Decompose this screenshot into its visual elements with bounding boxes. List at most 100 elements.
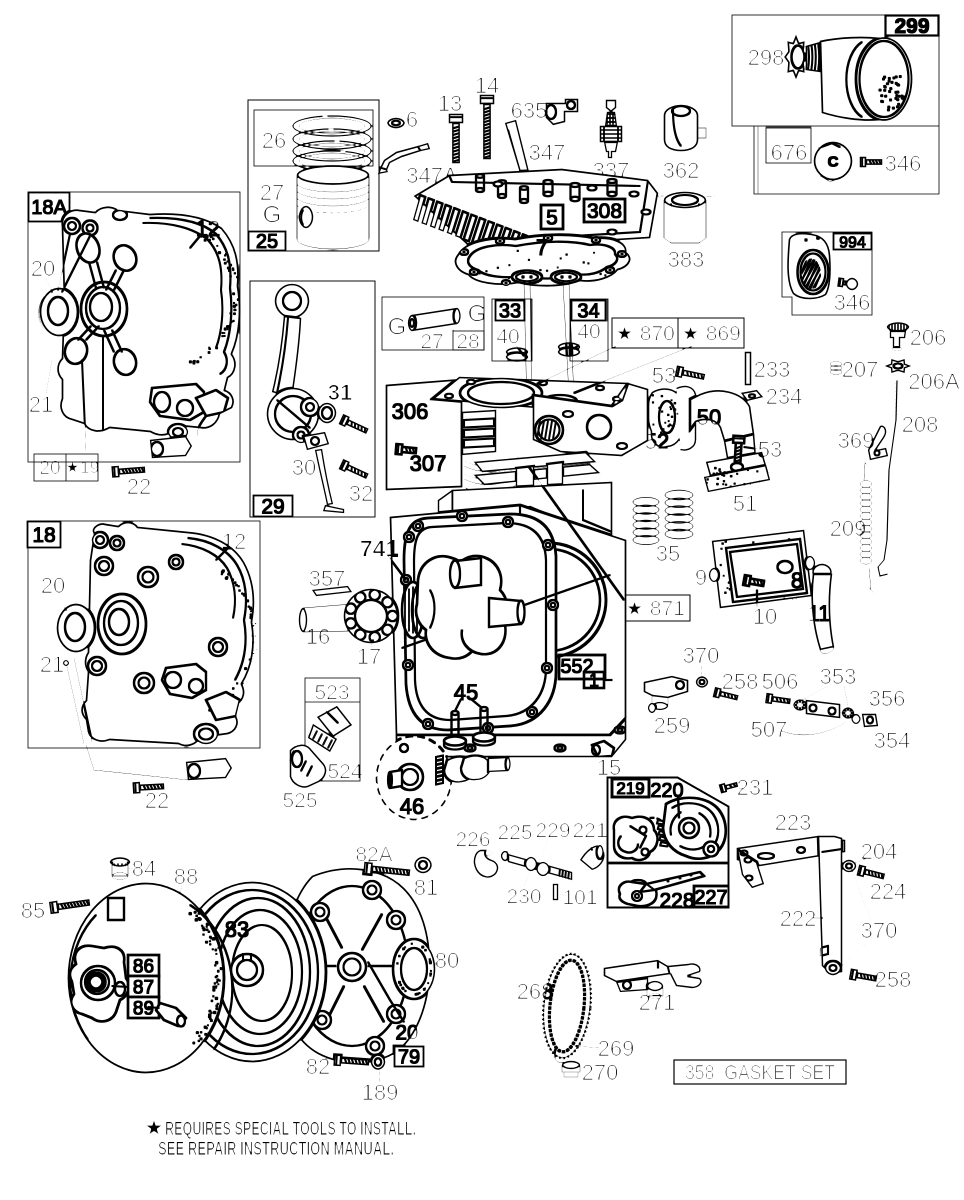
svg-text:45: 45 [454, 680, 478, 705]
svg-text:222: 222 [780, 906, 817, 931]
svg-text:85: 85 [21, 898, 45, 923]
svg-text:233: 233 [754, 357, 791, 382]
svg-text:51: 51 [733, 491, 757, 516]
svg-text:357: 357 [309, 566, 346, 591]
svg-text:525: 525 [282, 790, 317, 813]
svg-text:20: 20 [395, 1022, 418, 1045]
svg-text:994: 994 [839, 234, 866, 251]
svg-text:15: 15 [597, 755, 621, 780]
svg-text:362: 362 [663, 158, 700, 183]
svg-text:234: 234 [766, 384, 803, 409]
svg-text:224: 224 [870, 879, 907, 904]
svg-text:33: 33 [499, 301, 521, 323]
svg-text:204: 204 [861, 839, 898, 864]
svg-text:370: 370 [861, 918, 898, 943]
svg-text:31: 31 [328, 380, 352, 405]
svg-text:219: 219 [616, 779, 644, 798]
svg-text:29: 29 [261, 496, 284, 519]
svg-text:20: 20 [31, 256, 55, 281]
svg-text:208: 208 [902, 412, 939, 437]
svg-text:34: 34 [577, 301, 599, 323]
svg-text:258: 258 [722, 669, 759, 694]
svg-text:5: 5 [546, 207, 558, 230]
svg-text:20: 20 [39, 458, 60, 479]
svg-text:40: 40 [577, 321, 600, 344]
svg-text:40: 40 [496, 326, 519, 349]
svg-text:79: 79 [398, 1047, 420, 1069]
svg-text:16: 16 [306, 624, 330, 649]
svg-text:676: 676 [771, 140, 808, 165]
svg-text:209: 209 [830, 516, 867, 541]
svg-text:53: 53 [758, 437, 782, 462]
svg-text:18: 18 [32, 524, 55, 547]
svg-text:507: 507 [751, 717, 788, 742]
svg-text:G: G [263, 202, 282, 229]
svg-text:★19: ★19 [65, 458, 99, 477]
svg-text:226: 226 [455, 829, 490, 852]
svg-text:228: 228 [659, 890, 694, 913]
svg-text:G: G [388, 314, 407, 341]
svg-text:★ 870: ★ 870 [615, 323, 675, 346]
svg-text:225: 225 [497, 822, 532, 845]
svg-text:741: 741 [360, 535, 399, 561]
svg-text:259: 259 [654, 713, 691, 738]
svg-text:231: 231 [737, 775, 774, 800]
svg-text:369: 369 [838, 428, 875, 453]
svg-text:20: 20 [41, 573, 65, 598]
svg-text:308: 308 [587, 200, 622, 223]
svg-text:21: 21 [29, 392, 53, 417]
svg-text:268: 268 [517, 979, 554, 1004]
svg-text:271: 271 [639, 990, 676, 1015]
svg-text:270: 270 [582, 1060, 619, 1085]
svg-text:86: 86 [133, 956, 154, 977]
svg-text:88: 88 [174, 864, 198, 889]
svg-text:7: 7 [536, 235, 548, 260]
svg-text:258: 258 [875, 967, 912, 992]
svg-text:8: 8 [791, 568, 803, 593]
svg-text:REQUIRES SPECIAL TOOLS TO INST: REQUIRES SPECIAL TOOLS TO INSTALL. [165, 1119, 416, 1140]
svg-text:523: 523 [314, 682, 349, 705]
svg-text:383: 383 [668, 247, 705, 272]
svg-text:207: 207 [842, 357, 879, 382]
svg-text:6: 6 [406, 107, 418, 132]
svg-text:83: 83 [225, 917, 249, 942]
svg-text:22: 22 [145, 788, 169, 813]
svg-text:230: 230 [506, 886, 541, 909]
svg-text:89: 89 [133, 998, 154, 1019]
svg-text:22: 22 [127, 474, 151, 499]
svg-text:C: C [828, 153, 839, 170]
svg-text:189: 189 [362, 1080, 399, 1105]
svg-text:★ 871: ★ 871 [625, 598, 685, 621]
svg-text:21: 21 [40, 652, 64, 677]
svg-text:370: 370 [683, 643, 720, 668]
svg-text:356: 356 [869, 686, 906, 711]
svg-text:84: 84 [132, 856, 156, 881]
svg-text:206A: 206A [908, 369, 960, 394]
svg-text:27: 27 [420, 331, 443, 354]
svg-text:26: 26 [262, 128, 286, 153]
svg-text:9: 9 [695, 565, 707, 590]
svg-text:353: 353 [820, 664, 857, 689]
svg-text:52: 52 [645, 429, 669, 454]
svg-text:307: 307 [410, 451, 447, 476]
svg-text:25: 25 [256, 231, 278, 253]
svg-text:298: 298 [748, 45, 785, 70]
svg-text:18A: 18A [31, 197, 67, 219]
svg-text:53: 53 [652, 363, 676, 388]
svg-text:227: 227 [694, 887, 727, 909]
svg-text:87: 87 [133, 977, 154, 998]
svg-text:80: 80 [435, 948, 459, 973]
svg-text:346: 346 [834, 290, 871, 315]
svg-text:★ 869: ★ 869 [681, 323, 741, 346]
svg-text:13: 13 [438, 91, 462, 116]
svg-text:306: 306 [392, 399, 429, 424]
svg-text:101: 101 [562, 887, 597, 910]
svg-text:229: 229 [535, 820, 570, 843]
svg-text:635: 635 [511, 98, 548, 123]
svg-text:17: 17 [357, 644, 381, 669]
svg-text:28: 28 [456, 331, 479, 354]
svg-text:82A: 82A [355, 844, 392, 867]
svg-text:11: 11 [808, 601, 831, 626]
svg-text:14: 14 [475, 73, 499, 98]
svg-text:50: 50 [697, 405, 721, 430]
